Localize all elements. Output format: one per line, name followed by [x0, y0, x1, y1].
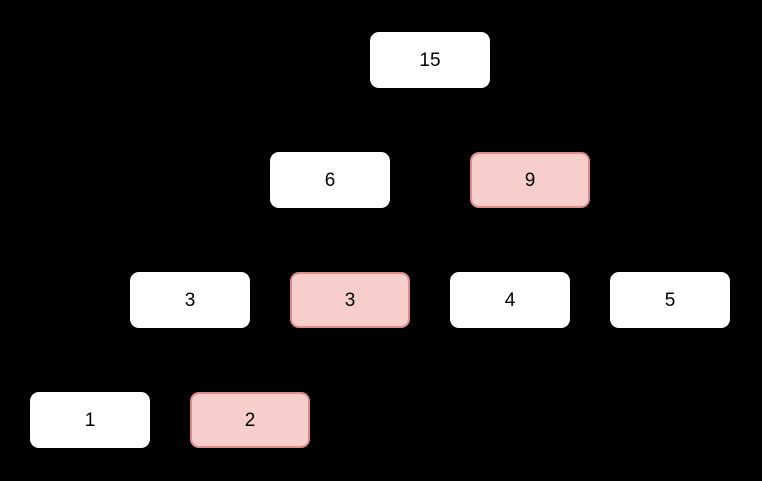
tree-node-3-left: 3: [130, 272, 250, 328]
tree-node-15: 15: [370, 32, 490, 88]
node-label: 2: [244, 409, 256, 431]
tree-node-9-highlighted: 9: [470, 152, 590, 208]
node-label: 4: [504, 289, 516, 311]
tree-node-6: 6: [270, 152, 390, 208]
tree-node-2-highlighted: 2: [190, 392, 310, 448]
node-label: 1: [84, 409, 96, 431]
tree-node-3-highlighted: 3: [290, 272, 410, 328]
tree-node-1: 1: [30, 392, 150, 448]
node-label: 9: [524, 169, 536, 191]
node-label: 3: [344, 289, 356, 311]
node-label: 5: [664, 289, 676, 311]
node-label: 6: [324, 169, 336, 191]
tree-node-5: 5: [610, 272, 730, 328]
node-label: 15: [419, 49, 441, 71]
node-label: 3: [184, 289, 196, 311]
tree-node-4: 4: [450, 272, 570, 328]
